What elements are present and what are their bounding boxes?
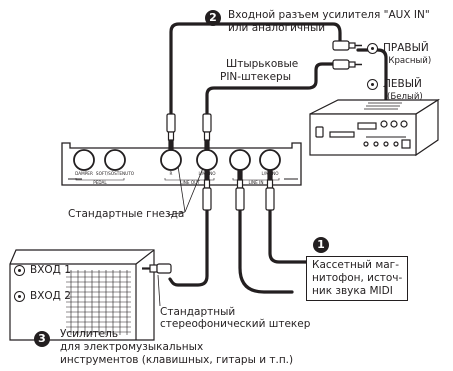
standard-jacks-pointers: [167, 165, 204, 216]
jack-line-out-l: [196, 149, 218, 171]
label-line-out: LINE OUT: [180, 180, 200, 185]
plug-line-in-l: [265, 170, 275, 211]
callout-3-line3: инструментов (клавишных, гитары и т.п.): [60, 354, 294, 366]
callout-2-line1: Входной разъем усилителя "AUX IN": [228, 9, 430, 21]
amp-input-2-label: ВХОД 2: [30, 290, 71, 302]
callout-2-number: 2: [205, 10, 221, 26]
stereo-plug-line2: стереофонический штекер: [160, 318, 311, 330]
pin-plugs-line2: PIN-штекеры: [220, 71, 292, 83]
jack-icon: [14, 291, 25, 302]
jack-line-in-l: [259, 149, 281, 171]
cable-line-out-r: [169, 22, 342, 122]
plug-line-in-r: [235, 170, 245, 211]
right-channel-color: (Красный): [385, 56, 432, 66]
amp-input-1-label: ВХОД 1: [30, 264, 71, 276]
stereo-plug-pointer: [157, 274, 161, 307]
jack-damper: [73, 149, 95, 171]
cables: [168, 22, 388, 294]
label-soft: SOFT/SOSTENUTO: [96, 171, 135, 176]
speaker-grille: [66, 270, 131, 335]
instrument-amplifier: [9, 249, 155, 341]
callout-3-number: 3: [34, 331, 50, 347]
right-channel-name: ПРАВЫЙ: [383, 42, 429, 54]
cable-rca-to-aux: [356, 48, 388, 102]
stereo-plug: [142, 263, 172, 274]
jack-soft: [104, 149, 126, 171]
aux-amplifier-unit: [309, 98, 441, 157]
callout-1-line3: ник звука MIDI: [312, 285, 393, 297]
jack-icon: [14, 265, 25, 276]
left-channel-color: (Белый): [387, 92, 423, 102]
callout-2-line2: или аналогичный: [228, 22, 326, 34]
label-out-r: R: [170, 171, 173, 176]
rca-jack-icon: [367, 79, 378, 90]
stereo-plug-line1: Стандартный: [160, 306, 236, 318]
label-damper: DAMPER: [75, 171, 93, 176]
cable-line-in-l: [268, 158, 308, 264]
keyboard-jack-panel: DAMPER SOFT/SOSTENUTO PEDAL R L/MONO LIN…: [61, 142, 302, 186]
rca-plugs: [332, 40, 362, 70]
callout-1-line2: нитофон, источ-: [312, 272, 403, 284]
callout-3-line2: для электромузыкальных: [60, 341, 204, 353]
standard-jacks-label: Стандартные гнезда: [68, 208, 185, 220]
panel-plugs: [166, 113, 275, 211]
callout-1-line1: Кассетный маг-: [312, 259, 399, 271]
plug-line-out-l: [202, 113, 212, 151]
label-line-in: LINE IN: [248, 180, 263, 185]
rca-plug-left: [332, 59, 362, 70]
plug-line-out-r: [166, 113, 176, 151]
plug-line-out-l-bottom: [202, 170, 212, 211]
rca-plug-right: [332, 40, 362, 51]
callout-1-number: 1: [313, 237, 329, 253]
jack-line-in-r: [229, 149, 251, 171]
label-pedal: PEDAL: [93, 180, 107, 185]
cable-to-amplifier: [168, 158, 209, 287]
pin-plugs-line1: Штырьковые: [226, 58, 299, 70]
rca-jack-icon: [367, 43, 378, 54]
cable-line-in-r: [238, 158, 294, 294]
left-channel-name: ЛЕВЫЙ: [383, 78, 422, 90]
audio-source-box: Кассетный маг- нитофон, источ- ник звука…: [306, 256, 409, 301]
callout-3-line1: Усилитель: [60, 328, 119, 340]
cable-line-out-l: [205, 62, 335, 122]
